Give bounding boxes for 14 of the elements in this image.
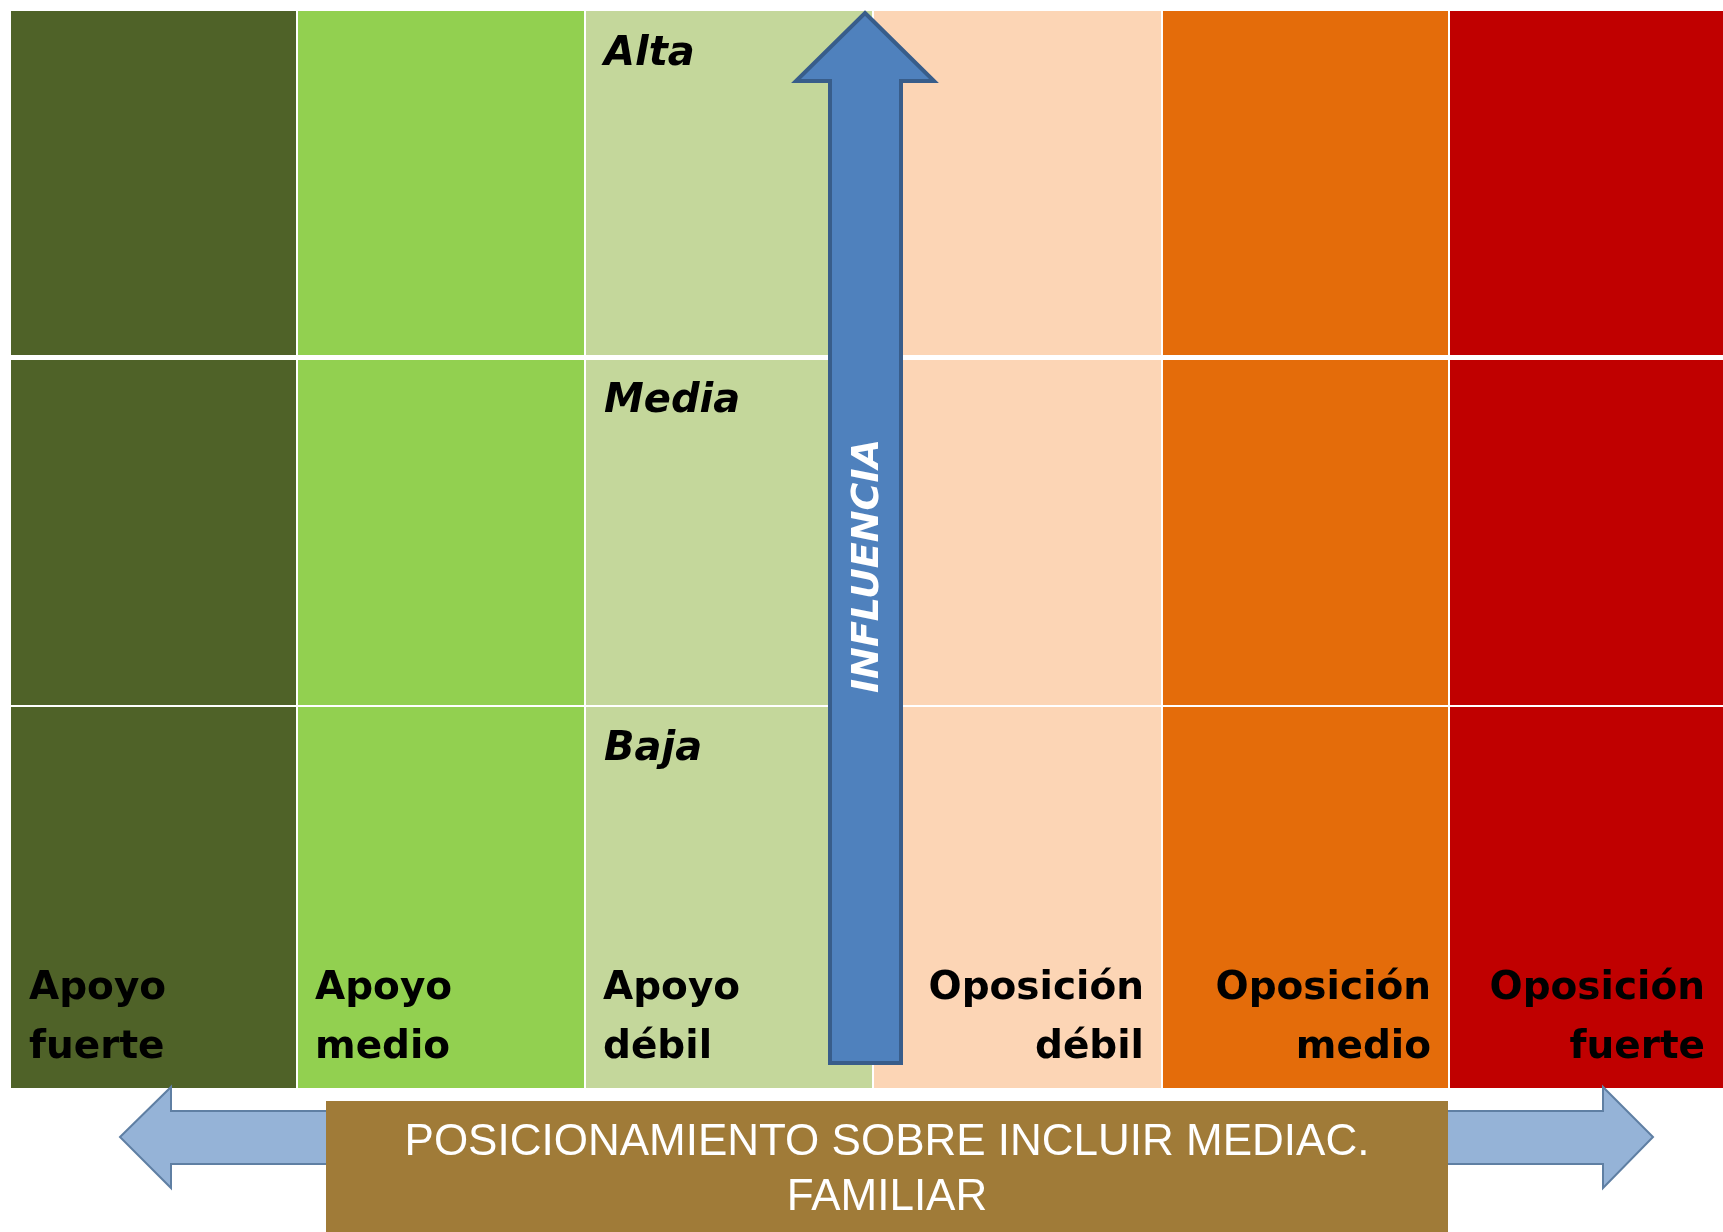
column-label: Apoyo medio	[315, 962, 454, 1069]
column-label: Oposición fuerte	[1488, 962, 1705, 1069]
bar-title: POSICIONAMIENTO SOBRE INCLUIR MEDIAC. FAMILIAR	[403, 1113, 1371, 1221]
level-label: Baja	[604, 723, 703, 769]
axis-title: INFLUENCIA	[843, 438, 887, 694]
column-label: Apoyo fuerte	[29, 962, 168, 1069]
column-label: Apoyo débil	[603, 962, 742, 1069]
column-band	[297, 11, 585, 1088]
column-label: Oposición débil	[927, 962, 1144, 1069]
column-band	[1449, 11, 1723, 1088]
level-label: Media	[604, 375, 741, 421]
column-label: Oposición medio	[1214, 962, 1431, 1069]
column-band	[11, 11, 297, 1088]
column-band	[1162, 11, 1449, 1088]
